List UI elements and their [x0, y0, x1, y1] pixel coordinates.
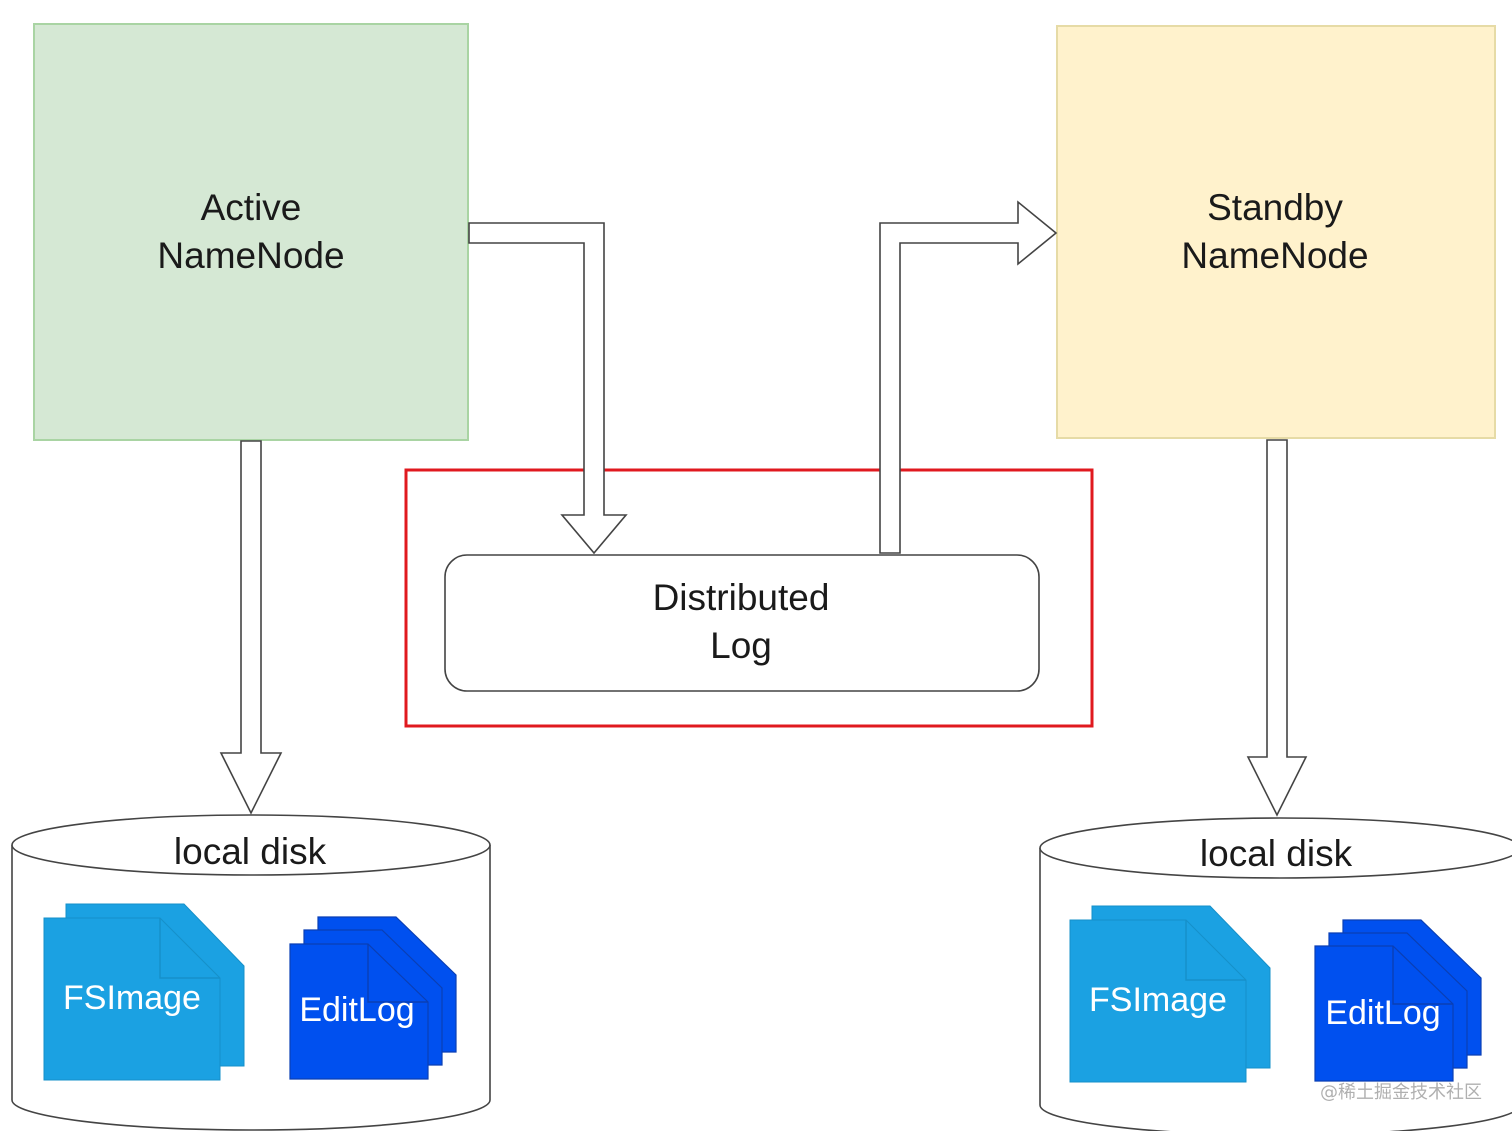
left-editlog-icon: EditLog — [289, 916, 457, 1080]
left-editlog-label: EditLog — [299, 991, 414, 1029]
active-namenode-label-line2: NameNode — [157, 235, 344, 276]
arrow-log-to-standby — [879, 200, 1058, 554]
left-fsimage-icon: FSImage — [43, 903, 245, 1081]
right-editlog-label: EditLog — [1325, 994, 1440, 1032]
standby-namenode-box: Standby NameNode — [1056, 25, 1496, 439]
left-local-disk: local disk FSImage EditLog — [11, 814, 491, 1131]
left-disk-label: local disk — [174, 831, 327, 872]
left-fsimage-label: FSImage — [63, 979, 201, 1017]
right-disk-label: local disk — [1200, 833, 1353, 874]
distributed-log-box: Distributed Log — [444, 554, 1040, 692]
arrow-active-to-disk — [219, 440, 283, 815]
right-fsimage-icon: FSImage — [1069, 905, 1271, 1083]
active-namenode-box: Active NameNode — [33, 23, 469, 441]
watermark-text: @稀土掘金技术社区 — [1320, 1082, 1482, 1103]
distributed-log-highlight — [404, 468, 1094, 728]
distributed-log-label-line2: Log — [710, 625, 772, 666]
right-local-disk: local disk FSImage EditLog — [1039, 817, 1512, 1131]
active-namenode-label-line1: Active — [201, 187, 302, 228]
arrow-active-to-log — [468, 222, 628, 555]
standby-namenode-label-line1: Standby — [1207, 187, 1343, 228]
right-editlog-icon: EditLog — [1314, 919, 1482, 1082]
arrow-standby-to-disk — [1246, 439, 1308, 817]
right-fsimage-label: FSImage — [1089, 981, 1227, 1019]
standby-namenode-label-line2: NameNode — [1181, 235, 1368, 276]
distributed-log-label-line1: Distributed — [653, 577, 830, 618]
